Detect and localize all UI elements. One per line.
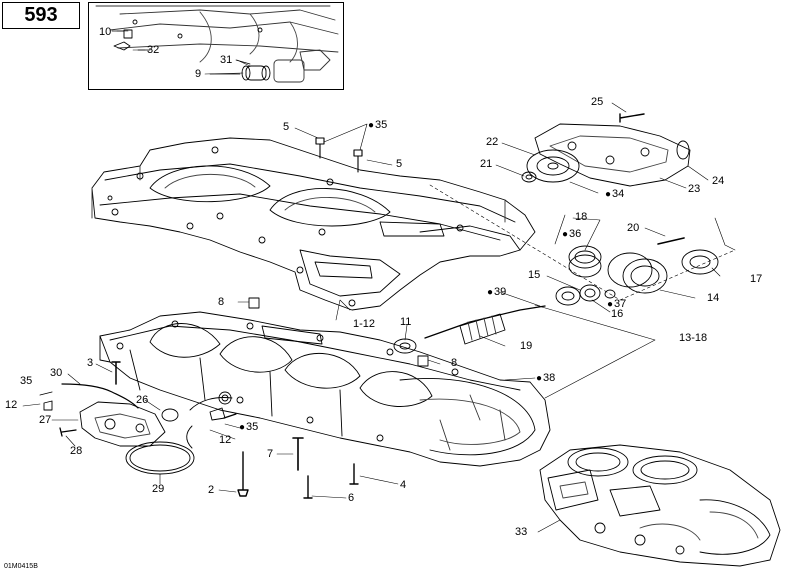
callout-31[interactable]: 31 [220, 54, 233, 66]
sealant-drop-icon: ● [536, 373, 543, 384]
callout-18[interactable]: 18 [575, 211, 588, 223]
callout-7[interactable]: 7 [267, 448, 274, 460]
callout-35-seal[interactable]: ●35 [368, 119, 388, 132]
sealant-drop-icon: ● [239, 422, 246, 433]
callout-29[interactable]: 29 [152, 483, 165, 495]
callout-10[interactable]: 10 [99, 26, 112, 38]
callout-25[interactable]: 25 [591, 96, 604, 108]
callout-21[interactable]: 21 [480, 158, 493, 170]
callout-12-left[interactable]: 12 [5, 399, 18, 411]
rotary-valve-parts-drawing [248, 237, 719, 367]
callout-5-lower[interactable]: 5 [396, 158, 403, 170]
callout-35-oil[interactable]: 35 [20, 375, 33, 387]
callout-37-text: 37 [614, 298, 627, 310]
callout-4[interactable]: 4 [400, 479, 407, 491]
callout-33[interactable]: 33 [515, 526, 528, 538]
callout-36-text: 36 [569, 228, 582, 240]
callout-26[interactable]: 26 [136, 394, 149, 406]
water-pump-drawing [521, 113, 691, 187]
callout-38-text: 38 [543, 372, 556, 384]
callout-28[interactable]: 28 [70, 445, 83, 457]
page-number-frame [2, 2, 80, 29]
callout-35-hose-text: 35 [246, 421, 259, 433]
leader-lines [22, 30, 736, 533]
callout-38[interactable]: ●38 [536, 372, 556, 385]
callout-13-18[interactable]: 13-18 [679, 332, 708, 344]
callout-15[interactable]: 15 [528, 269, 541, 281]
callout-32[interactable]: 32 [147, 44, 160, 56]
callout-20[interactable]: 20 [627, 222, 640, 234]
callout-39-text: 39 [494, 286, 507, 298]
callout-35-seal-text: 35 [375, 119, 388, 131]
lower-crankcase-drawing [99, 311, 551, 467]
callout-19[interactable]: 19 [520, 340, 533, 352]
callout-5-upper[interactable]: 5 [283, 121, 290, 133]
callout-23[interactable]: 23 [688, 183, 701, 195]
drawing-reference-code: 01M0415B [4, 563, 38, 570]
fastener-drawing [111, 137, 363, 499]
callout-22[interactable]: 22 [486, 136, 499, 148]
page-number: 593 [24, 4, 58, 26]
callout-39[interactable]: ●39 [487, 286, 507, 299]
callout-34[interactable]: ●34 [605, 188, 625, 201]
callout-24[interactable]: 24 [712, 175, 725, 187]
callout-35-hose[interactable]: ●35 [239, 421, 259, 434]
callout-34-text: 34 [612, 188, 625, 200]
sealant-drop-icon: ● [487, 287, 494, 298]
inset-detail-frame [88, 2, 344, 90]
callout-12-right[interactable]: 12 [219, 434, 232, 446]
callout-17[interactable]: 17 [750, 273, 763, 285]
sealant-drop-icon: ● [562, 229, 569, 240]
engine-assembly-drawing [539, 444, 781, 567]
oil-pump-drawing [39, 383, 233, 475]
callout-11[interactable]: 11 [400, 316, 412, 328]
callout-16[interactable]: 16 [611, 308, 624, 320]
callout-14[interactable]: 14 [707, 292, 720, 304]
sealant-drop-icon: ● [368, 120, 375, 131]
callout-3[interactable]: 3 [87, 357, 94, 369]
upper-crankcase-drawing [91, 137, 536, 311]
callout-37[interactable]: ●37 [607, 298, 627, 311]
callout-8-lower[interactable]: 8 [451, 357, 458, 369]
callout-2[interactable]: 2 [208, 484, 215, 496]
callout-27[interactable]: 27 [39, 414, 52, 426]
callout-6[interactable]: 6 [348, 492, 355, 504]
callout-9[interactable]: 9 [195, 68, 202, 80]
callout-8-upper[interactable]: 8 [218, 296, 225, 308]
callout-1-12[interactable]: 1-12 [353, 318, 376, 330]
callout-30[interactable]: 30 [50, 367, 63, 379]
sealant-drop-icon: ● [607, 299, 614, 310]
callout-36[interactable]: ●36 [562, 228, 582, 241]
sealant-drop-icon: ● [605, 189, 612, 200]
